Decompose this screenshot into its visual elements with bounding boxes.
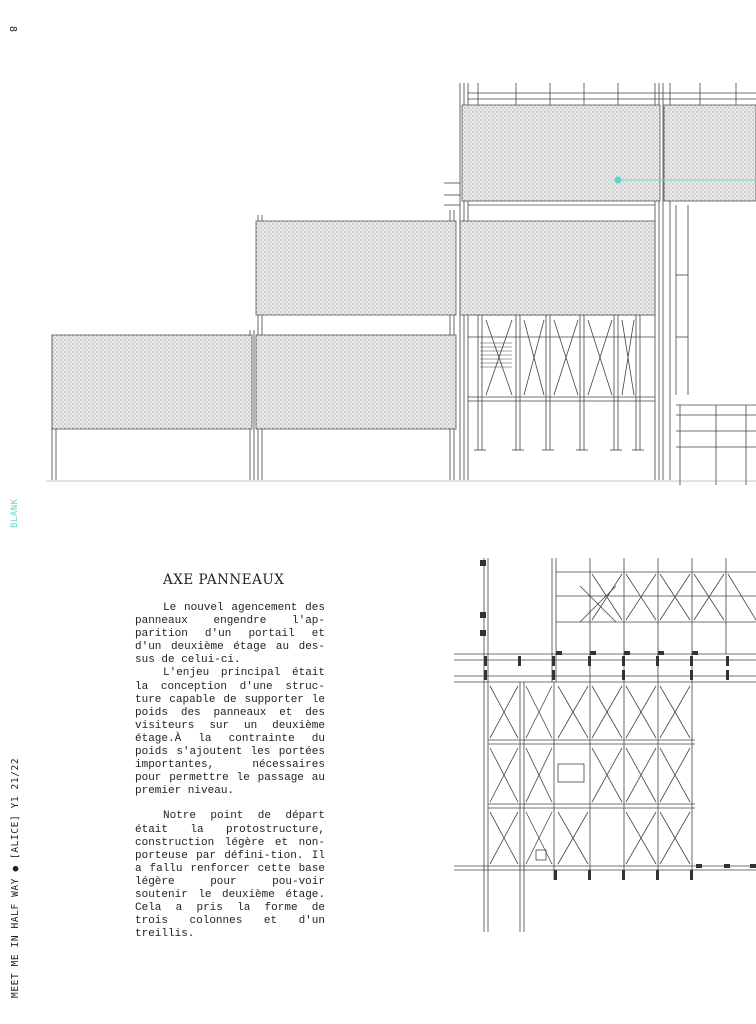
- article-title: AXE PANNEAUX: [163, 572, 285, 588]
- article-paragraph-2: L'enjeu principal était la conception d'…: [135, 667, 325, 798]
- article-paragraph-3: Notre point de départ était la protostru…: [135, 810, 325, 941]
- elevation-drawing: [46, 83, 756, 485]
- accent-marker: [614, 176, 756, 184]
- page-number: 8: [7, 26, 18, 33]
- article-paragraph-1: Le nouvel agencement des panneaux engend…: [135, 602, 325, 667]
- article: AXE PANNEAUX Le nouvel agencement des pa…: [135, 572, 325, 941]
- plan-drawing: [454, 558, 756, 932]
- running-footer: MEET ME IN HALF WAY ● [ALICE] Y1 21/22: [10, 757, 21, 998]
- side-tag: BLANK: [10, 498, 20, 528]
